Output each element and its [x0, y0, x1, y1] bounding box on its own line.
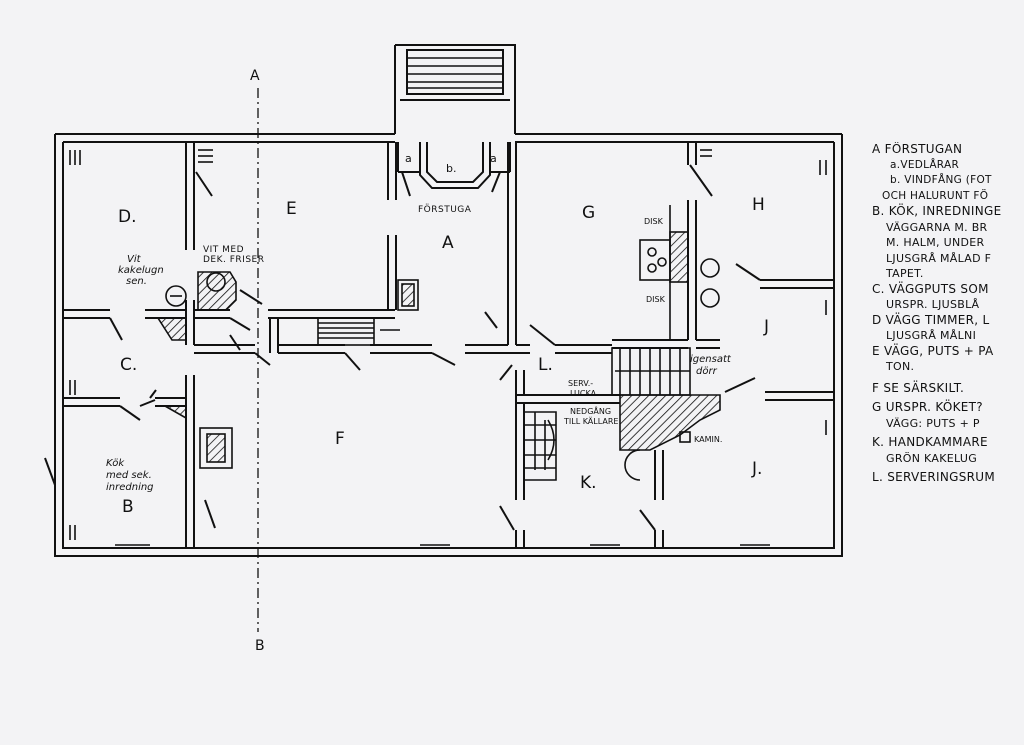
room-a-vedlar-right: a [490, 152, 497, 165]
legend-line: LJUSGRÅ MÅLAD F [886, 251, 992, 265]
outer-walls [54, 44, 843, 557]
legend-line: GRÖN KAKELUG [886, 451, 978, 465]
section-label-bottom: B [255, 638, 265, 654]
room-c: C. [120, 355, 137, 375]
section-label-top: A [250, 68, 260, 84]
room-b: B [122, 497, 134, 517]
legend-line: F SE SÄRSKILT. [872, 380, 965, 395]
legend-line: VÄGG: PUTS + P [886, 416, 980, 430]
room-j-upper: J [763, 317, 769, 337]
legend-line: OCH HALURUNT FÖ [882, 189, 989, 202]
legend-line: a.VEDLÅRAR [890, 158, 960, 171]
room-l: L. [538, 355, 553, 375]
legend-line: A FÖRSTUGAN [872, 142, 963, 156]
stair-cellar [524, 411, 557, 481]
stoves [165, 205, 720, 481]
room-labels: D. E A G H C. F L. J J. K. B a a b. [118, 152, 769, 517]
stair-f [317, 317, 400, 346]
legend-line: B. KÖK, INREDNINGE [872, 204, 1002, 218]
room-d: D. [118, 207, 137, 227]
label-dek-friser: DEK. FRISER [203, 255, 264, 265]
legend-line: b. VINDFÅNG (FOT [890, 174, 992, 186]
legend-line: G URSPR. KÖKET? [872, 400, 983, 414]
legend-line: K. HANDKAMMARE [872, 435, 988, 449]
label-kok: Kök [106, 458, 125, 469]
legend: A FÖRSTUGAN a.VEDLÅRAR b. VINDFÅNG (FOT … [872, 142, 1024, 522]
label-dorr: dörr [696, 366, 718, 377]
interior-walls [62, 142, 834, 548]
legend-line: M. HALM, UNDER [886, 236, 985, 249]
legend-line: C. VÄGGPUTS SOM [872, 281, 989, 296]
label-serv: SERV.- [568, 379, 593, 388]
legend-line: TAPET. [886, 267, 924, 280]
label-sen: sen. [126, 276, 147, 287]
label-vit-med: VIT MED [203, 245, 244, 255]
porch-steps [407, 57, 503, 89]
legend-line: LJUSGRÅ MÅLNI [886, 329, 977, 342]
legend-line: TON. [886, 360, 915, 373]
stair-l [611, 347, 691, 396]
masonry [156, 231, 721, 469]
label-kakelugn: kakelugn [118, 265, 164, 276]
room-a-vedlar-left: a [405, 152, 412, 165]
label-till-kallare: TILL KÄLLARE [563, 416, 618, 426]
room-a: A [442, 233, 454, 253]
label-igensatt: igensatt [690, 354, 732, 365]
room-j-lower: J. [751, 459, 762, 479]
annotations: FÖRSTUGA VIT MED DEK. FRISER Vit kakelug… [106, 68, 732, 654]
room-g: G [582, 203, 595, 223]
label-inredning: inredning [106, 482, 154, 493]
label-med-sek: med sek. [106, 470, 152, 481]
room-e: E [286, 199, 297, 219]
room-b-vindfang: b. [446, 162, 456, 175]
doors [44, 164, 761, 531]
label-forstuga: FÖRSTUGA [418, 204, 472, 215]
legend-line: URSPR. LJUSBLÅ [886, 298, 980, 311]
label-vit: Vit [127, 254, 142, 265]
legend-line: E VÄGG, PUTS + PA [872, 343, 994, 358]
label-lucka: LUCKA [570, 389, 597, 398]
legend-line: D VÄGG TIMMER, L [872, 312, 990, 327]
legend-line: VÄGGARNA M. BR [886, 220, 988, 234]
label-disk-lower: DISK [646, 295, 666, 304]
label-nedgang: NEDGÅNG [570, 405, 611, 416]
legend-line: L. SERVERINGSRUM [872, 470, 996, 484]
room-h: H [752, 195, 765, 215]
label-kamin: KAMIN. [694, 435, 722, 444]
room-k: K. [580, 473, 597, 493]
corner-marks [69, 149, 827, 546]
label-disk-upper: DISK [644, 217, 664, 226]
room-f: F [335, 429, 345, 449]
